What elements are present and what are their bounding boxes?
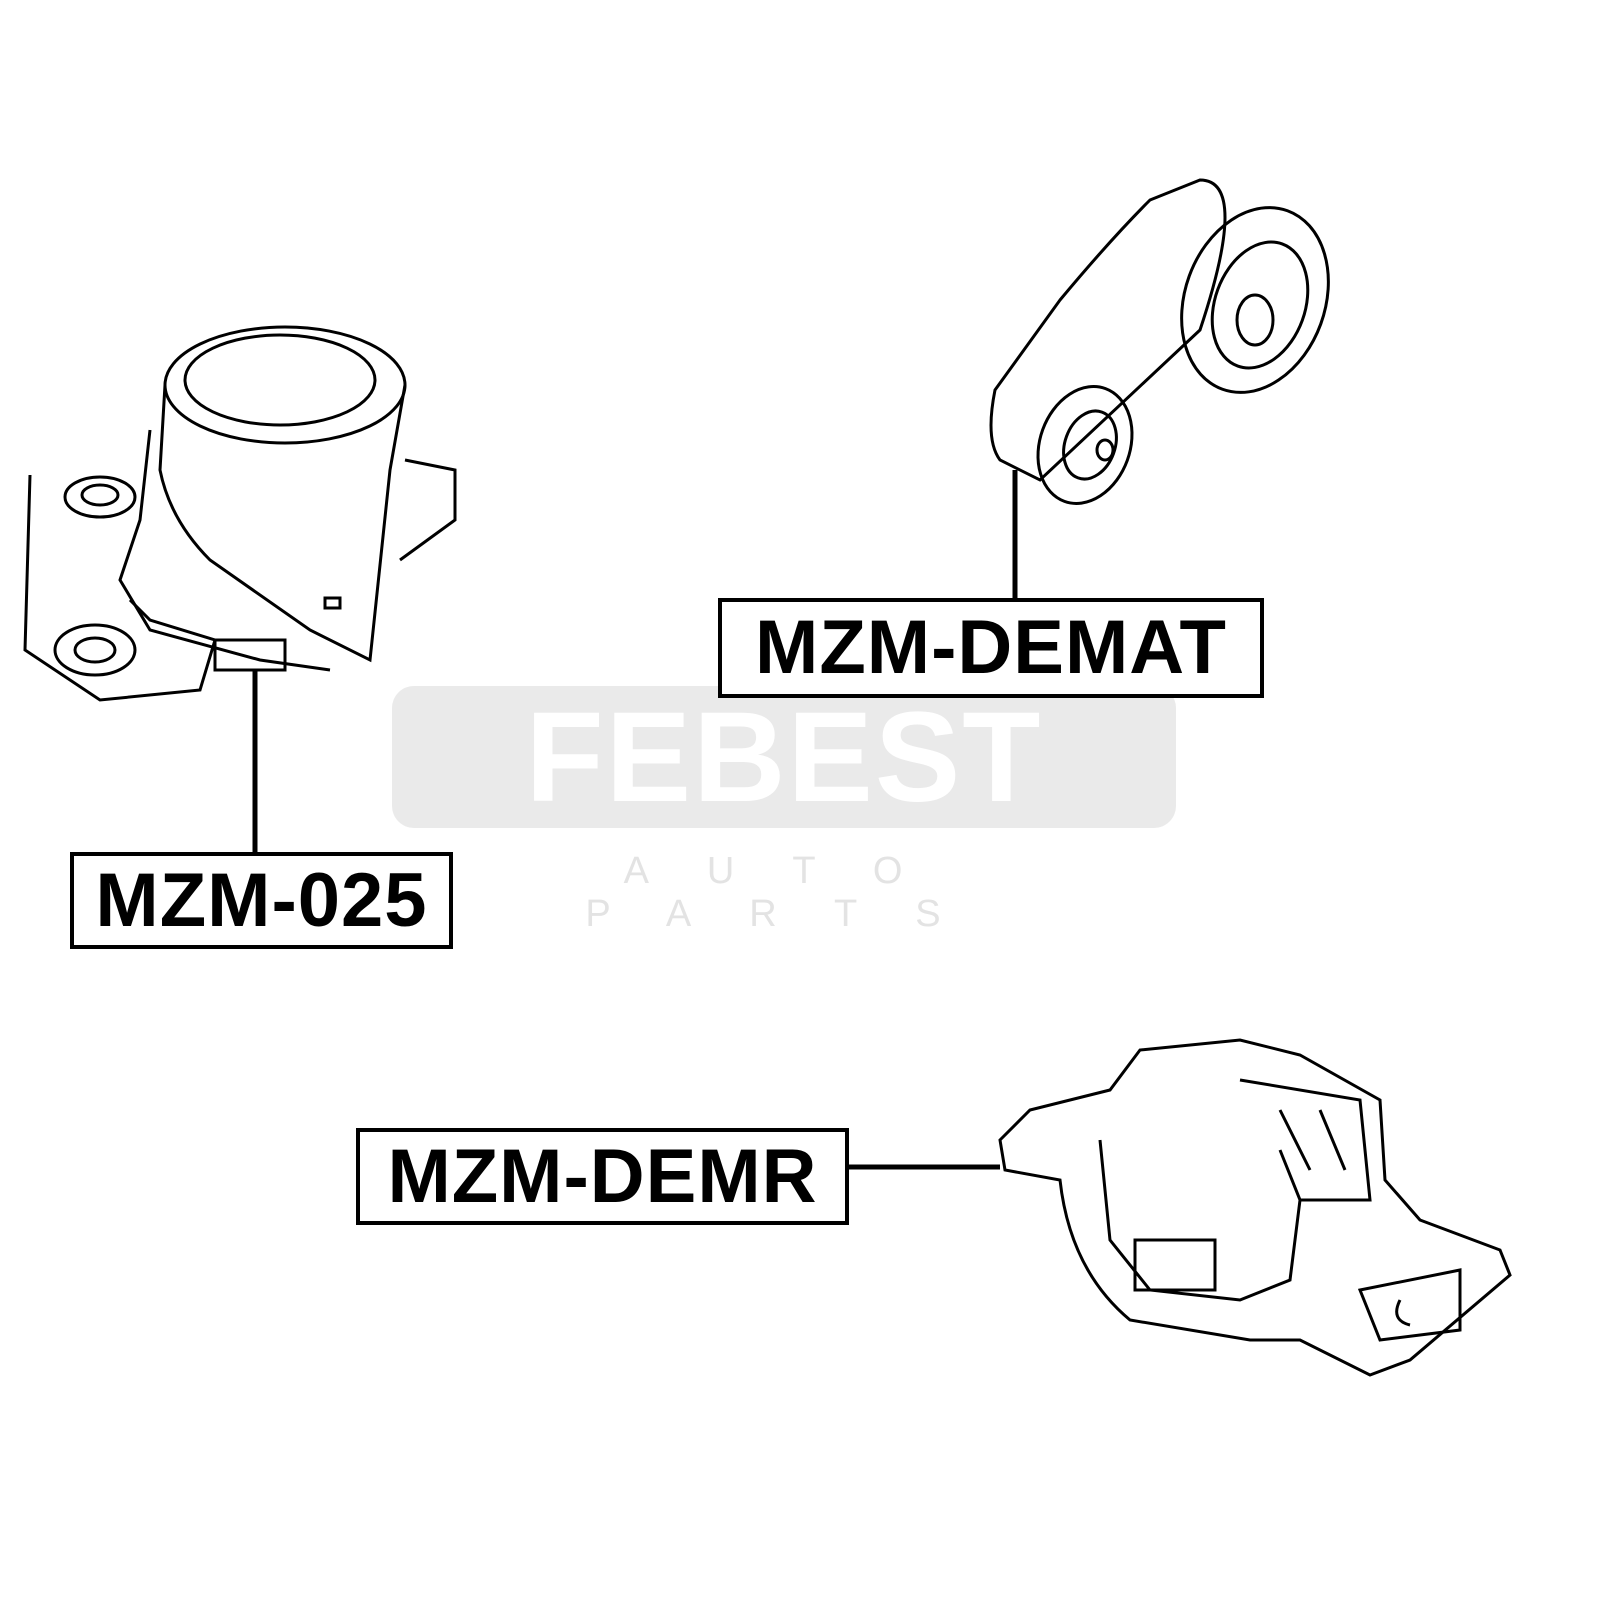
part-label-mzm-demr: MZM-DEMR <box>356 1128 849 1225</box>
watermark-tagline: AUTO PARTS <box>585 850 999 935</box>
watermark-logo: FEBEST <box>392 686 1176 829</box>
mzm-demat-drawing <box>989 178 1330 598</box>
part-label-mzm-demat: MZM-DEMAT <box>718 598 1264 698</box>
mzm-025-drawing <box>23 325 457 852</box>
mzm-demr-drawing <box>848 1038 1512 1377</box>
part-label-mzm-025: MZM-025 <box>70 852 453 949</box>
